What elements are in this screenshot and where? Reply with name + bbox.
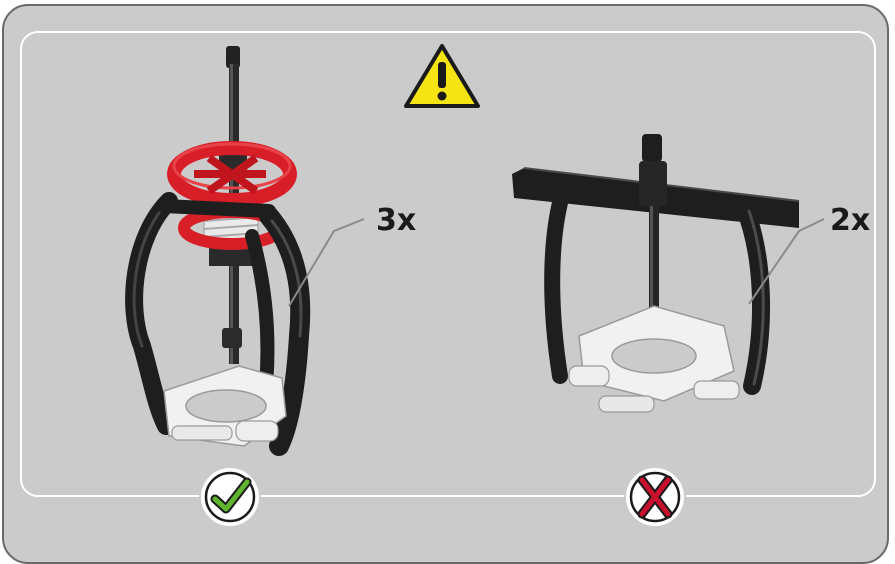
instruction-card: 3x 2x	[2, 4, 889, 564]
cross-icon	[624, 466, 686, 528]
illustration-frame	[20, 31, 876, 497]
two-arm-puller-illustration	[512, 134, 825, 413]
warning-triangle-icon	[404, 44, 480, 108]
bearing-separator	[163, 365, 287, 447]
illustration-canvas	[125, 44, 825, 528]
puller-arms-two	[544, 180, 771, 395]
puller-arms	[125, 192, 311, 456]
two-arm-count-label: 2x	[830, 203, 871, 238]
three-arm-puller-illustration	[125, 46, 365, 456]
three-arm-count-label: 3x	[376, 203, 417, 238]
checkmark-icon	[199, 466, 261, 528]
bearing-separator-right	[568, 305, 740, 413]
